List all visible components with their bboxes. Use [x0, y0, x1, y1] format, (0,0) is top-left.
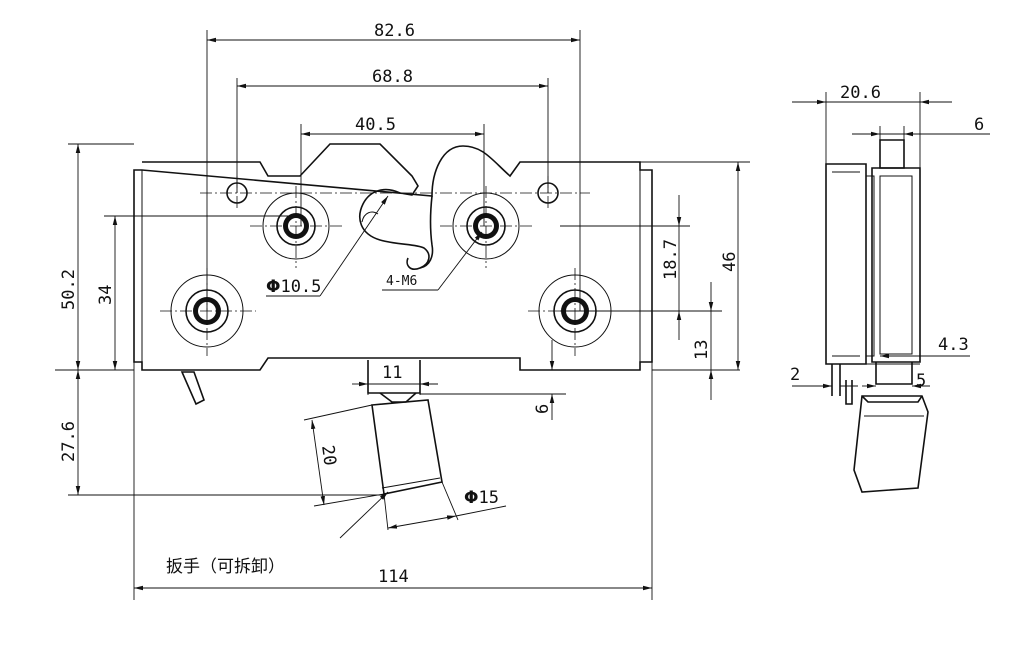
side-dim-2: 2 [790, 365, 800, 385]
side-view [825, 139, 929, 493]
dim-11: 11 [382, 363, 402, 383]
dim-114: 114 [378, 567, 409, 587]
dim-34: 34 [96, 285, 116, 305]
side-dimensions: 20.6 6 4.3 2 5 [790, 83, 990, 391]
dim-13: 13 [692, 340, 712, 360]
dim-phi15: Φ15 [464, 488, 499, 508]
dim-46: 46 [720, 252, 740, 272]
handle-annotation: 扳手（可拆卸） [166, 557, 285, 577]
latch-plate-outline [133, 143, 653, 371]
dim-6-offset: 6 [533, 404, 553, 414]
side-body [825, 163, 867, 365]
front-view [133, 143, 653, 495]
lower-tab [180, 371, 205, 406]
dim-50-2: 50.2 [59, 269, 79, 310]
side-dim-4-3: 4.3 [938, 335, 969, 355]
side-handle [853, 395, 929, 493]
dim-18-7: 18.7 [661, 239, 681, 280]
side-dim-20-6: 20.6 [840, 83, 881, 103]
side-pin [879, 139, 905, 169]
dim-82-6: 82.6 [374, 21, 415, 41]
dim-27-6: 27.6 [59, 421, 79, 462]
thread-label: 4-M6 [386, 274, 417, 289]
dim-phi10-5: Φ10.5 [266, 277, 321, 297]
dim-68-8: 68.8 [372, 67, 413, 87]
dim-40-5: 40.5 [355, 115, 396, 135]
side-dim-6: 6 [974, 115, 984, 135]
latch-claw [359, 188, 430, 270]
dim-20: 20 [317, 444, 340, 467]
front-dimensions: 82.6 68.8 40.5 50.2 34 27.6 114 46 18.7 [55, 21, 750, 600]
side-dim-5: 5 [916, 371, 926, 391]
